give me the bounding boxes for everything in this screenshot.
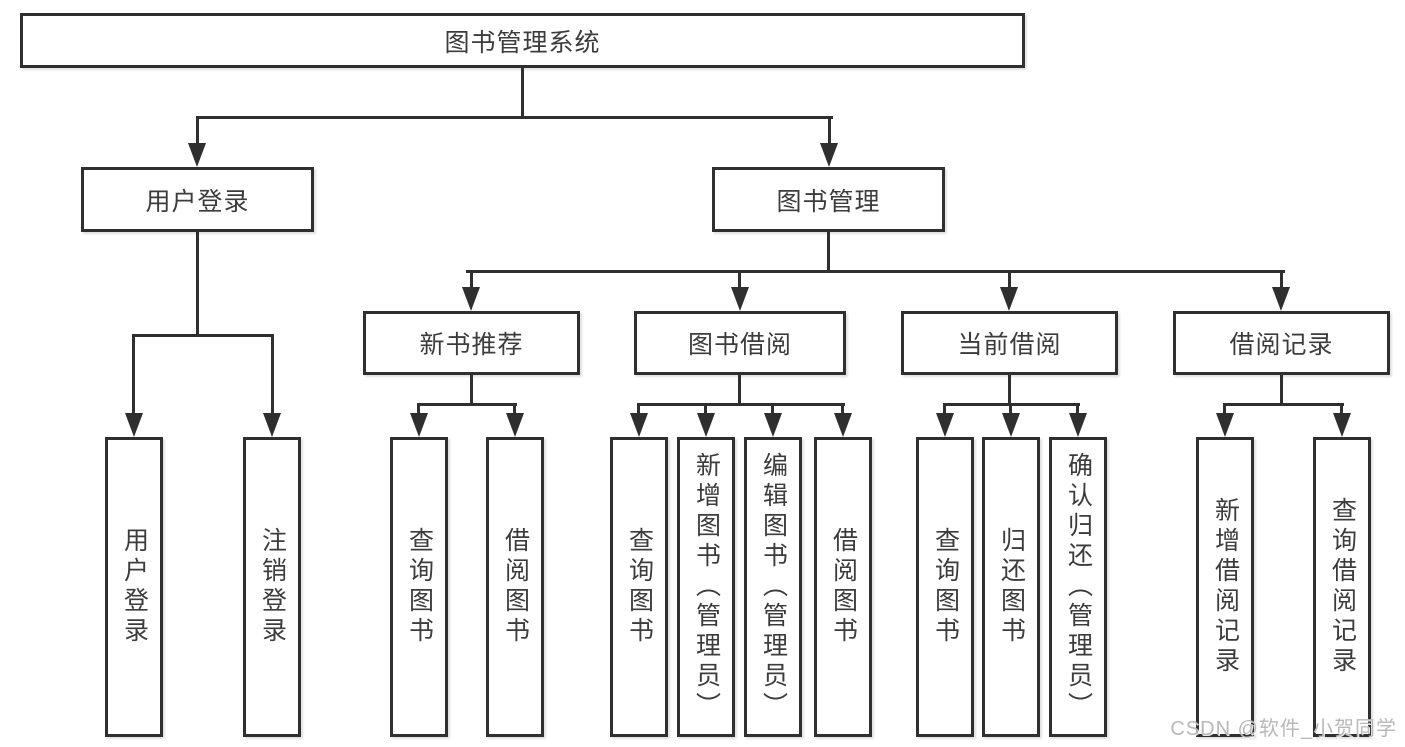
leaf-query-borrow-record: 查询借阅记录 <box>1313 437 1371 737</box>
connector-book-borrow-drop-4 <box>841 406 844 416</box>
arrowhead-user-login <box>188 143 206 167</box>
connector-root-drop-2 <box>828 119 831 145</box>
connector-borrow-records-stub <box>1280 375 1283 405</box>
arrowhead-borrow-records <box>1272 287 1290 311</box>
connector-borrow-records-drop-2 <box>1340 406 1343 416</box>
arrowhead-new-book-recommend <box>462 287 480 311</box>
connector-new-book-recommend-bus <box>417 403 517 406</box>
node-book-borrow: 图书借阅 <box>634 311 846 375</box>
leaf-edit-book-admin-label: 编辑图书（管理员） <box>759 452 788 722</box>
leaf-return-books: 归还图书 <box>982 437 1040 737</box>
leaf-query-books-2: 查询图书 <box>610 437 668 737</box>
arrowhead-confirm-return-admin <box>1069 413 1087 437</box>
connector-book-management-drop-4 <box>1280 273 1283 289</box>
leaf-confirm-return-admin-label: 确认归还（管理员） <box>1064 452 1093 722</box>
connector-new-book-recommend-drop-2 <box>513 406 516 416</box>
arrowhead-leaf-user-login <box>125 413 143 437</box>
node-current-borrow-label: 当前借阅 <box>957 331 1062 359</box>
connector-user-login-drop-2 <box>271 337 274 415</box>
connector-book-borrow-stub <box>738 375 741 405</box>
node-current-borrow: 当前借阅 <box>901 311 1118 375</box>
connector-book-borrow-drop-2 <box>704 406 707 416</box>
node-library-system: 图书管理系统 <box>20 13 1025 68</box>
node-borrow-records: 借阅记录 <box>1173 311 1390 375</box>
leaf-logout: 注销登录 <box>243 437 301 737</box>
leaf-user-login-label: 用户登录 <box>120 527 149 647</box>
connector-user-login-stub <box>196 232 199 335</box>
arrowhead-borrow-books-2 <box>834 413 852 437</box>
connector-borrow-records-bus <box>1223 403 1344 406</box>
node-borrow-records-label: 借阅记录 <box>1229 331 1334 359</box>
connector-root-drop-1 <box>196 119 199 145</box>
leaf-user-login: 用户登录 <box>105 437 163 737</box>
leaf-query-books-2-label: 查询图书 <box>625 527 654 647</box>
connector-book-management-bus <box>466 270 1285 273</box>
leaf-query-books-3-label: 查询图书 <box>931 527 960 647</box>
leaf-return-books-label: 归还图书 <box>997 527 1026 647</box>
connector-current-borrow-stub <box>1008 375 1011 405</box>
node-new-book-recommend: 新书推荐 <box>363 311 580 375</box>
arrowhead-edit-book-admin <box>764 413 782 437</box>
leaf-borrow-books-2: 借阅图书 <box>814 437 872 737</box>
leaf-add-borrow-record: 新增借阅记录 <box>1196 437 1254 737</box>
connector-current-borrow-drop-1 <box>943 406 946 416</box>
leaf-add-borrow-record-label: 新增借阅记录 <box>1211 497 1240 677</box>
leaf-edit-book-admin: 编辑图书（管理员） <box>744 437 802 737</box>
arrowhead-query-books-1 <box>410 413 428 437</box>
node-new-book-recommend-label: 新书推荐 <box>419 331 524 359</box>
connector-new-book-recommend-drop-1 <box>417 406 420 416</box>
leaf-query-books-1-label: 查询图书 <box>405 527 434 647</box>
leaf-add-book-admin-label: 新增图书（管理员） <box>692 452 721 722</box>
connector-book-borrow-drop-1 <box>637 406 640 416</box>
node-user-login: 用户登录 <box>81 167 314 232</box>
connector-user-login-bus <box>132 334 274 337</box>
arrowhead-book-management <box>820 143 838 167</box>
arrowhead-query-books-3 <box>936 413 954 437</box>
connector-user-login-drop-1 <box>132 337 135 415</box>
arrowhead-leaf-logout <box>263 413 281 437</box>
connector-new-book-recommend-stub <box>470 375 473 405</box>
connector-book-borrow-bus <box>637 403 845 406</box>
arrowhead-query-borrow-record <box>1333 413 1351 437</box>
leaf-logout-label: 注销登录 <box>258 527 287 647</box>
node-user-login-label: 用户登录 <box>145 187 250 216</box>
leaf-query-books-1: 查询图书 <box>390 437 448 737</box>
arrowhead-add-book-admin <box>697 413 715 437</box>
connector-book-management-drop-2 <box>738 273 741 289</box>
connector-borrow-records-drop-1 <box>1223 406 1226 416</box>
connector-current-borrow-drop-2 <box>1009 406 1012 416</box>
connector-book-management-drop-3 <box>1008 273 1011 289</box>
connector-book-management-stub <box>827 232 830 272</box>
arrowhead-book-borrow <box>731 287 749 311</box>
connector-root-bus <box>196 116 833 119</box>
node-book-borrow-label: 图书借阅 <box>687 331 792 359</box>
connector-root-stub <box>521 68 524 117</box>
arrowhead-borrow-books-1 <box>506 413 524 437</box>
node-book-management-label: 图书管理 <box>776 187 881 216</box>
leaf-borrow-books-1: 借阅图书 <box>486 437 544 737</box>
arrowhead-query-books-2 <box>630 413 648 437</box>
leaf-confirm-return-admin: 确认归还（管理员） <box>1049 437 1107 737</box>
leaf-query-borrow-record-label: 查询借阅记录 <box>1328 497 1357 677</box>
connector-current-borrow-drop-3 <box>1076 406 1079 416</box>
leaf-borrow-books-2-label: 借阅图书 <box>829 527 858 647</box>
connector-book-management-drop-1 <box>470 273 473 289</box>
leaf-borrow-books-1-label: 借阅图书 <box>501 527 530 647</box>
node-book-management: 图书管理 <box>712 167 945 232</box>
leaf-query-books-3: 查询图书 <box>916 437 974 737</box>
arrowhead-return-books <box>1002 413 1020 437</box>
arrowhead-add-borrow-record <box>1216 413 1234 437</box>
arrowhead-current-borrow <box>1000 287 1018 311</box>
connector-current-borrow-bus <box>943 403 1080 406</box>
leaf-add-book-admin: 新增图书（管理员） <box>677 437 735 737</box>
node-library-system-label: 图书管理系统 <box>444 28 601 57</box>
connector-book-borrow-drop-3 <box>771 406 774 416</box>
